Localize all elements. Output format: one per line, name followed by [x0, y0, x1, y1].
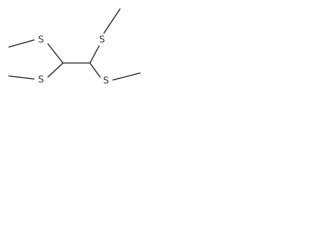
sulfur-label-bottom-right: S [103, 76, 109, 87]
bond-s-bottom-left-ch3 [8, 75, 35, 80]
atom-labels: S S S S [38, 35, 109, 87]
bonds [8, 8, 141, 81]
bond-s-top-right-ch3 [103, 8, 121, 34]
structure-diagram: S S S S [0, 0, 151, 104]
sulfur-label-bottom-left: S [38, 75, 44, 86]
bond-c2-s-bottom-right [89, 62, 101, 78]
molecule-drawing: S S S S [8, 8, 141, 87]
sulfur-label-top-left: S [38, 35, 44, 46]
bond-s-bottom-right-ch3 [112, 72, 141, 81]
sulfur-label-top-right: S [99, 35, 105, 46]
bond-c2-s-top-right [89, 45, 100, 64]
bond-s-top-left-c1 [47, 43, 64, 64]
bond-c1-s-bottom-left [47, 62, 64, 78]
bond-ch3-s-top-left [8, 39, 35, 48]
